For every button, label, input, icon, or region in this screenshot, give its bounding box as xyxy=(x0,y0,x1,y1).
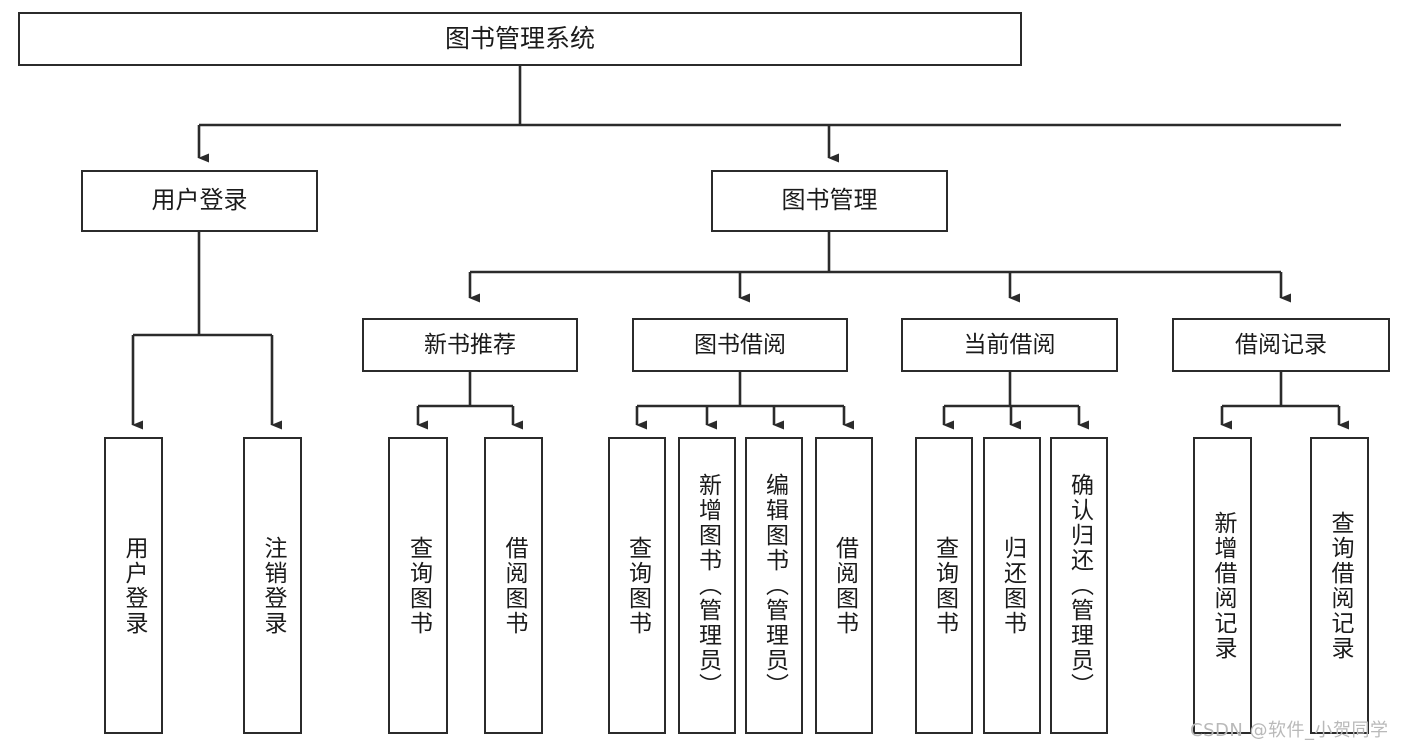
node-user-login[interactable]: 用户登录 xyxy=(81,170,318,232)
leaf-node-confirm-return-admin[interactable]: 确认归还（管理员） xyxy=(1050,437,1108,734)
node-label: 查询借阅记录 xyxy=(1327,510,1353,661)
leaf-node-search-borrow-record[interactable]: 查询借阅记录 xyxy=(1310,437,1369,734)
node-label: 借阅图书 xyxy=(501,535,527,636)
leaf-node-logout[interactable]: 注销登录 xyxy=(243,437,302,734)
node-current-borrowing[interactable]: 当前借阅 xyxy=(901,318,1118,372)
node-label: 用户登录 xyxy=(151,186,248,215)
node-label: 新书推荐 xyxy=(424,331,516,358)
node-label: 查询图书 xyxy=(405,535,432,636)
node-label: 归还图书 xyxy=(999,535,1026,636)
node-root-book-management-system[interactable]: 图书管理系统 xyxy=(18,12,1022,66)
node-label: 新增图书（管理员） xyxy=(694,473,721,698)
leaf-node-borrow-books-borrowing[interactable]: 借阅图书 xyxy=(815,437,873,734)
node-book-management[interactable]: 图书管理 xyxy=(711,170,948,232)
leaf-node-search-books-borrowing[interactable]: 查询图书 xyxy=(608,437,666,734)
leaf-node-add-book-admin[interactable]: 新增图书（管理员） xyxy=(678,437,736,734)
node-label: 图书管理 xyxy=(781,186,878,215)
node-label: 图书管理系统 xyxy=(444,23,595,53)
node-label: 注销登录 xyxy=(260,535,286,636)
node-label: 查询图书 xyxy=(624,535,651,636)
csdn-watermark: CSDN @软件_小贺同学 xyxy=(1190,720,1389,741)
node-book-borrowing[interactable]: 图书借阅 xyxy=(632,318,848,372)
node-borrowing-record[interactable]: 借阅记录 xyxy=(1172,318,1390,372)
node-new-book-recommendation[interactable]: 新书推荐 xyxy=(362,318,578,372)
node-label: 用户登录 xyxy=(121,535,147,636)
leaf-node-user-login[interactable]: 用户登录 xyxy=(104,437,163,734)
node-label: 图书借阅 xyxy=(694,331,786,358)
node-label: 确认归还（管理员） xyxy=(1066,473,1093,698)
node-label: 查询图书 xyxy=(931,535,958,636)
node-label: 借阅记录 xyxy=(1235,331,1327,358)
leaf-node-edit-book-admin[interactable]: 编辑图书（管理员） xyxy=(745,437,803,734)
leaf-node-search-books-current[interactable]: 查询图书 xyxy=(915,437,973,734)
node-label: 借阅图书 xyxy=(831,535,858,636)
node-label: 当前借阅 xyxy=(963,331,1056,358)
node-label: 编辑图书（管理员） xyxy=(761,473,788,698)
leaf-node-return-books[interactable]: 归还图书 xyxy=(983,437,1041,734)
leaf-node-search-books-recommend[interactable]: 查询图书 xyxy=(388,437,448,734)
leaf-node-borrow-books-recommend[interactable]: 借阅图书 xyxy=(484,437,543,734)
leaf-node-add-borrow-record[interactable]: 新增借阅记录 xyxy=(1193,437,1252,734)
node-label: 新增借阅记录 xyxy=(1210,510,1236,661)
